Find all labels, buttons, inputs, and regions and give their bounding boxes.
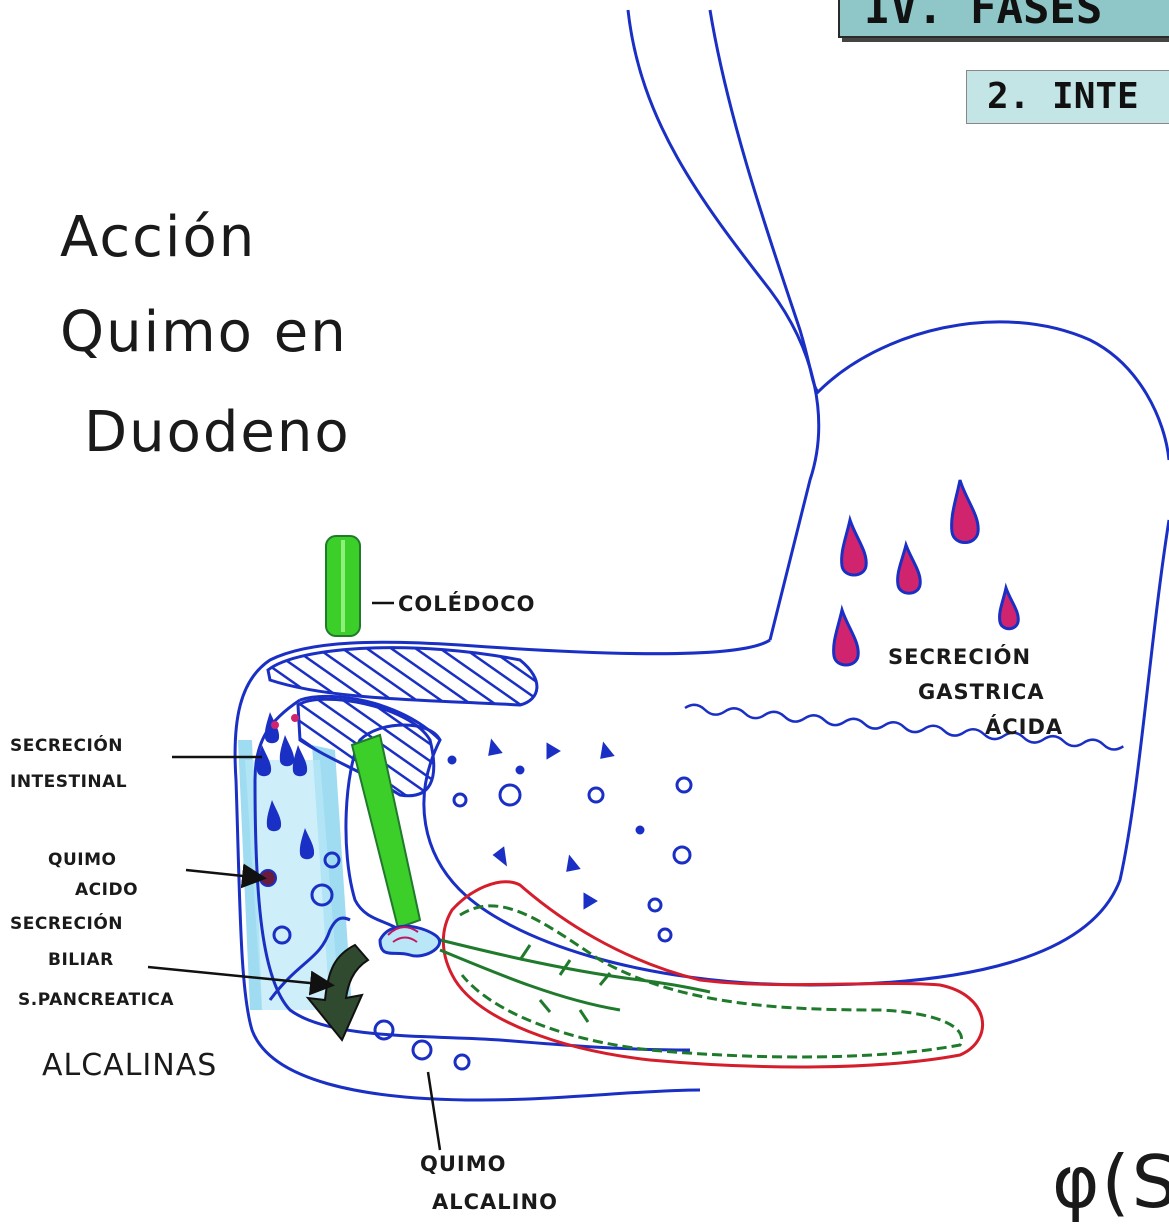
- label-secrecion-gastrica-1: SECRECIÓN: [888, 645, 1031, 669]
- label-quimo-alcalino-2: ALCALINO: [432, 1190, 558, 1214]
- gastric-acid-drops: [834, 480, 1019, 665]
- label-secrecion-gastrica-3: ÁCIDA: [985, 715, 1063, 739]
- label-alcalinas: ALCALINAS: [42, 1048, 217, 1083]
- ampulla: [380, 926, 440, 956]
- label-secrecion-intestinal-2: INTESTINAL: [10, 774, 127, 791]
- leader-quimo-alcalino: [428, 1072, 440, 1150]
- pancreas: [443, 882, 982, 1067]
- label-pancreatica: S.PANCREATICA: [18, 992, 174, 1009]
- pancreatic-duct: [420, 935, 710, 992]
- signature: φ(S: [1052, 1140, 1169, 1224]
- heading-line-1: Acción: [60, 205, 256, 270]
- heading-line-2: Quimo en: [60, 300, 348, 365]
- esophagus-outline-right: [710, 10, 1169, 460]
- label-secrecion-biliar-2: BILIAR: [48, 952, 114, 969]
- label-secrecion-intestinal-1: SECRECIÓN: [10, 738, 123, 755]
- label-coledoco: COLÉDOCO: [398, 592, 536, 616]
- label-secrecion-gastrica-2: GASTRICA: [918, 680, 1045, 704]
- label-secrecion-biliar-1: SECRECIÓN: [10, 916, 123, 933]
- heading-line-3: Duodeno: [84, 400, 351, 465]
- label-quimo-acido-2: ACIDO: [75, 882, 138, 899]
- label-quimo-alcalino-1: QUIMO: [420, 1152, 506, 1176]
- label-quimo-acido-1: QUIMO: [48, 852, 116, 869]
- esophagus-outline: [628, 10, 819, 640]
